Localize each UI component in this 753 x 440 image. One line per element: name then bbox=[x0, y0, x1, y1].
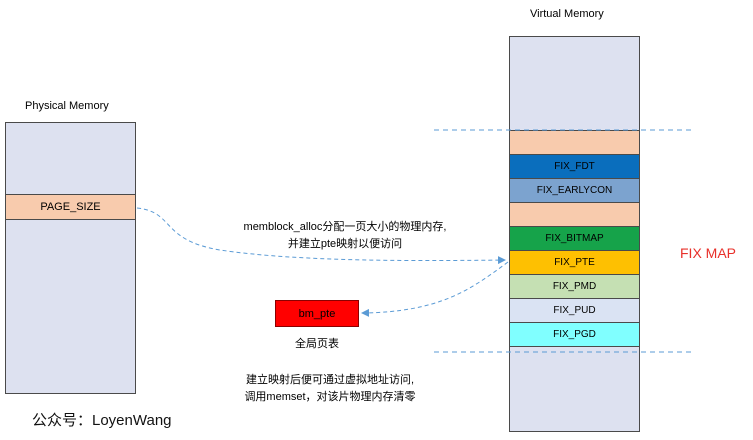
physical-memory-title: Physical Memory bbox=[25, 100, 109, 112]
fix-pud-cell-label: FIX_PUD bbox=[553, 305, 596, 316]
fix-pud-cell: FIX_PUD bbox=[510, 298, 639, 323]
blank-cell-1 bbox=[510, 130, 639, 155]
fix-fdt-cell-label: FIX_FDT bbox=[554, 161, 595, 172]
fix-pgd-cell-label: FIX_PGD bbox=[553, 329, 596, 340]
alloc-note-line1: memblock_alloc分配一页大小的物理内存, bbox=[243, 221, 447, 233]
watermark: 公众号：LoyenWang bbox=[32, 412, 172, 429]
pte-to-bm-pte-arrow bbox=[361, 261, 509, 317]
fix-bitmap-cell: FIX_BITMAP bbox=[510, 226, 639, 251]
fix-earlycon-cell-label: FIX_EARLYCON bbox=[536, 185, 613, 196]
alloc-note: memblock_alloc分配一页大小的物理内存, 并建立pte映射以便访问 bbox=[205, 219, 485, 253]
bm-pte-caption: 全局页表 bbox=[295, 338, 339, 350]
fix-pmd-cell-label: FIX_PMD bbox=[552, 281, 597, 292]
fix-fdt-cell: FIX_FDT bbox=[510, 154, 639, 179]
virtual-memory-title: Virtual Memory bbox=[530, 8, 604, 20]
fix-pmd-cell: FIX_PMD bbox=[510, 274, 639, 299]
page-size-cell: PAGE_SIZE bbox=[6, 194, 135, 220]
bm-pte-label: bm_pte bbox=[298, 307, 336, 320]
fix-pte-cell: FIX_PTE bbox=[510, 250, 639, 275]
virtual-memory-block: FIX_FDT FIX_EARLYCON FIX_BITMAP FIX_PTE FIX_… bbox=[509, 36, 640, 432]
map-note: 建立映射后便可通过虚拟地址访问, 调用memset，对该片物理内存清零 bbox=[215, 372, 445, 406]
blank-cell-2 bbox=[510, 202, 639, 227]
fix-earlycon-cell: FIX_EARLYCON bbox=[510, 178, 639, 203]
fixmap-label: FIX MAP bbox=[680, 245, 737, 261]
page-size-label: PAGE_SIZE bbox=[40, 201, 101, 213]
alloc-note-line2: 并建立pte映射以便访问 bbox=[287, 238, 403, 250]
map-note-line1: 建立映射后便可通过虚拟地址访问, bbox=[245, 374, 415, 386]
map-note-line2: 调用memset，对该片物理内存清零 bbox=[244, 391, 416, 403]
bm-pte-box: bm_pte bbox=[275, 300, 359, 327]
fix-bitmap-cell-label: FIX_BITMAP bbox=[545, 233, 604, 244]
fix-pgd-cell: FIX_PGD bbox=[510, 322, 639, 347]
physical-memory-block: PAGE_SIZE bbox=[5, 122, 136, 394]
fix-pte-cell-label: FIX_PTE bbox=[554, 257, 595, 268]
